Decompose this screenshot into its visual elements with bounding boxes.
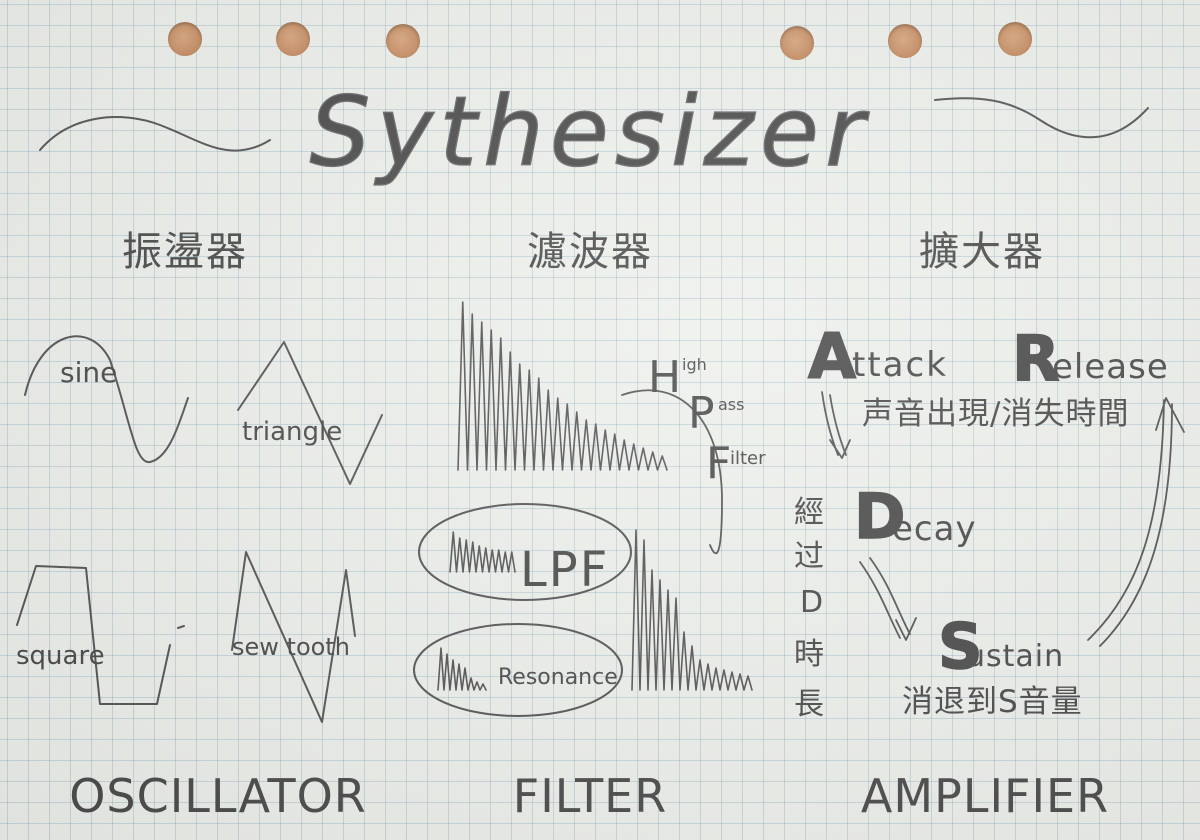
decay-label: ecay <box>892 509 977 549</box>
sustain-initial: S <box>938 610 983 683</box>
release-label: elease <box>1052 347 1169 387</box>
attack-release-note: 声音出現/消失時間 <box>862 396 1129 432</box>
sustain-note: 消退到S音量 <box>902 684 1083 720</box>
hpf-h: H <box>648 352 681 403</box>
hpf-ilter: ilter <box>730 448 766 469</box>
attack-to-decay-arrow <box>821 391 851 459</box>
sawtooth-wave <box>231 551 356 723</box>
title-wave-right <box>934 97 1149 139</box>
binder-hole <box>998 22 1032 56</box>
binder-hole <box>386 24 420 58</box>
triangle-wave <box>237 341 383 485</box>
hpf-curve <box>621 389 723 555</box>
spectrum-spike <box>631 529 753 691</box>
attack-label: ttack <box>852 345 948 385</box>
oscillator-heading-zh: 振盪器 <box>122 229 248 275</box>
hpf-ass: ass <box>718 395 744 414</box>
resonance-spectrum <box>437 647 487 691</box>
decay-note-char: 过 <box>794 539 824 574</box>
spectrum-spike <box>457 301 668 471</box>
binder-hole <box>780 26 814 60</box>
lpf-oval <box>418 503 632 601</box>
binder-hole <box>276 22 310 56</box>
decay-note-char: 長 <box>794 687 824 722</box>
hpf-igh: igh <box>682 355 707 374</box>
sawtooth-label: sew tooth <box>232 633 350 661</box>
sine-wave <box>24 335 189 464</box>
decay-note-char: 時 <box>794 637 824 672</box>
resonance-oval <box>413 623 623 717</box>
filter-footer: FILTER <box>513 769 667 823</box>
hpf-p: P <box>688 388 715 439</box>
attack-initial: A <box>808 320 856 393</box>
harmonic-spectrum-top <box>457 301 668 471</box>
decay-note-char: 經 <box>794 495 824 530</box>
lpf-spectrum <box>449 531 516 573</box>
lpf-label: LPF <box>520 542 609 598</box>
sustain-label: ustain <box>966 639 1064 674</box>
sustain-to-release-arrow <box>1087 397 1185 647</box>
decay-note-vertical: 經 过 D 時 長 <box>794 495 824 722</box>
page-title: Sythesizer <box>310 76 871 188</box>
decay-initial: D <box>854 480 905 553</box>
square-wave <box>16 565 171 705</box>
amplifier-footer: AMPLIFIER <box>861 769 1109 823</box>
decay-to-sustain-arrow <box>859 557 917 641</box>
hpf-f: F <box>706 438 731 489</box>
decay-note-char: D <box>800 585 823 620</box>
square-label: square <box>16 641 105 671</box>
oscillator-footer: OSCILLATOR <box>69 769 367 823</box>
release-initial: R <box>1012 322 1060 395</box>
harmonic-spectrum-highpassed <box>631 529 753 691</box>
spectrum-spike <box>449 531 516 573</box>
title-wave-left <box>39 116 271 152</box>
spectrum-spike <box>437 647 487 691</box>
binder-hole <box>888 24 922 58</box>
resonance-label: Resonance <box>498 665 618 690</box>
amplifier-heading-zh: 擴大器 <box>919 229 1045 275</box>
binder-hole <box>168 22 202 56</box>
filter-heading-zh: 濾波器 <box>527 229 653 275</box>
triangle-label: triangle <box>242 417 342 447</box>
sine-label: sine <box>60 356 117 389</box>
